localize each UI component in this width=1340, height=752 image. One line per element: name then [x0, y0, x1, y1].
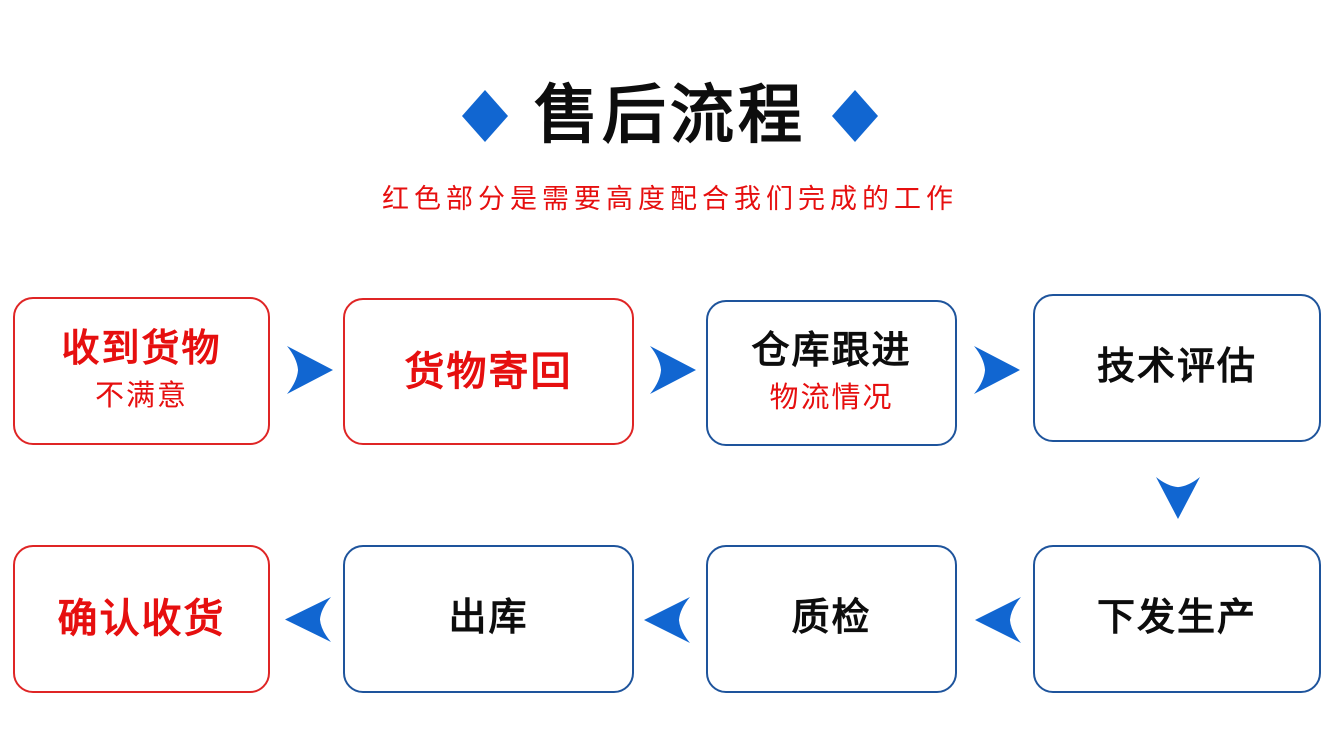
- flow-step-technical-evaluation: 技术评估: [1033, 294, 1321, 442]
- flow-step-subtitle: 物流情况: [769, 381, 894, 414]
- flow-step-title: 确认收货: [57, 597, 226, 641]
- header: 售后流程 红色部分是需要高度配合我们完成的工作: [0, 79, 1340, 216]
- arrow-left-icon: [644, 597, 690, 643]
- page-title: 售后流程: [534, 79, 806, 151]
- diamond-icon: [462, 89, 508, 142]
- title-row: 售后流程: [462, 79, 878, 151]
- flow-step-title: 货物寄回: [404, 349, 573, 394]
- flow-step-title: 出库: [448, 597, 529, 640]
- flow-step-confirm-receipt: 确认收货: [13, 545, 270, 693]
- arrow-right-icon: [650, 346, 696, 394]
- arrow-down-icon: [1156, 477, 1200, 519]
- diamond-icon: [832, 89, 878, 142]
- flow-step-receive-goods: 收到货物 不满意: [13, 297, 270, 445]
- flow-step-subtitle: 不满意: [94, 379, 188, 412]
- flow-step-title: 质检: [791, 597, 872, 640]
- flow-step-outbound-shipping: 出库: [343, 545, 634, 693]
- flow-step-warehouse-follow-up: 仓库跟进 物流情况: [706, 300, 957, 446]
- flow-step-send-goods-back: 货物寄回: [343, 298, 634, 445]
- flow-step-quality-inspection: 质检: [706, 545, 957, 693]
- page-subtitle: 红色部分是需要高度配合我们完成的工作: [382, 184, 958, 215]
- arrow-left-icon: [285, 597, 331, 642]
- arrow-left-icon: [975, 597, 1021, 643]
- flow-step-title: 收到货物: [61, 328, 222, 371]
- flow-step-issue-to-production: 下发生产: [1033, 545, 1321, 693]
- flow-step-title: 技术评估: [1096, 346, 1257, 389]
- flow-step-title: 仓库跟进: [751, 330, 912, 373]
- flow-step-title: 下发生产: [1096, 597, 1257, 640]
- arrow-right-icon: [287, 346, 333, 394]
- arrow-right-icon: [974, 346, 1020, 394]
